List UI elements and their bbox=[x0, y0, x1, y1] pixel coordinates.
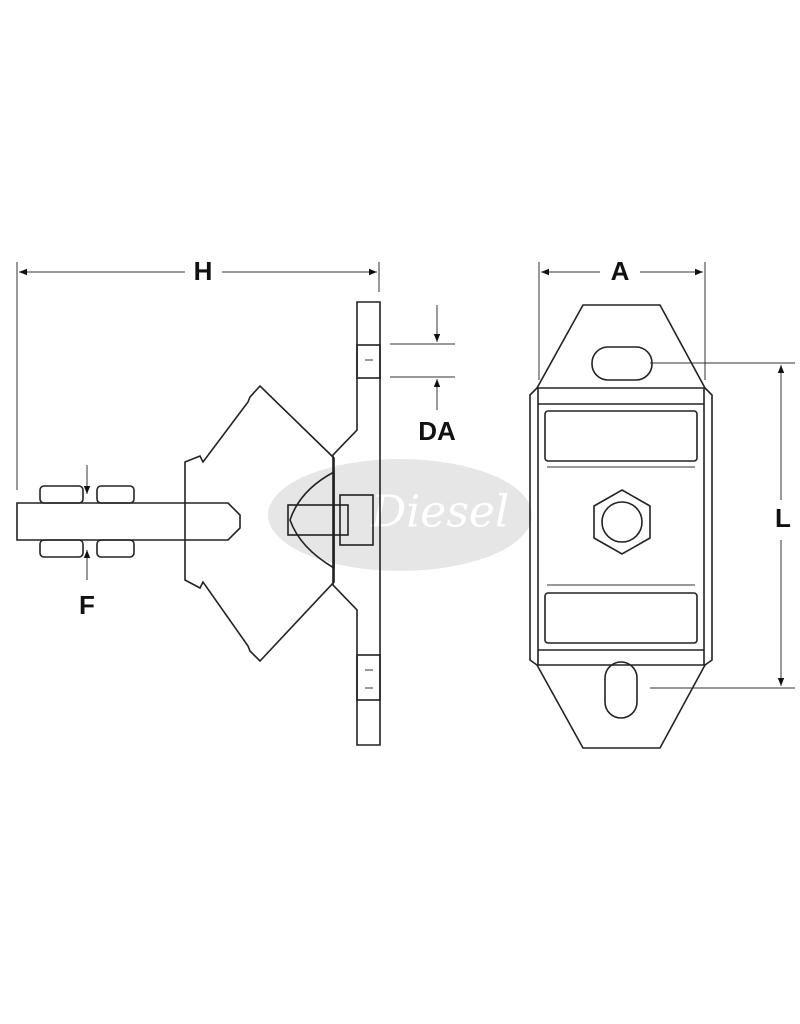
rubber-block bbox=[184, 384, 335, 663]
dimension-label-a: A bbox=[611, 256, 630, 286]
stud-bolt bbox=[16, 485, 241, 558]
mount-outline bbox=[529, 304, 713, 749]
dimension-f: F bbox=[79, 465, 95, 620]
dimension-da: DA bbox=[390, 305, 456, 446]
dimension-label-f: F bbox=[79, 590, 95, 620]
watermark-logo: Diesel bbox=[268, 459, 532, 571]
dimension-label-l: L bbox=[775, 503, 791, 533]
dimension-h: H bbox=[16, 256, 380, 490]
dimension-l: L bbox=[650, 362, 795, 689]
dimension-a: A bbox=[538, 256, 706, 380]
side-view: H F bbox=[16, 256, 456, 746]
hex-nut bbox=[593, 489, 651, 555]
svg-text:Diesel: Diesel bbox=[370, 487, 509, 538]
slot-bottom bbox=[604, 661, 638, 719]
dimension-label-da: DA bbox=[418, 416, 456, 446]
slot-top bbox=[591, 346, 653, 381]
front-view: A L bbox=[529, 256, 795, 749]
mounting-plate bbox=[332, 301, 381, 746]
dimension-label-h: H bbox=[194, 256, 213, 286]
